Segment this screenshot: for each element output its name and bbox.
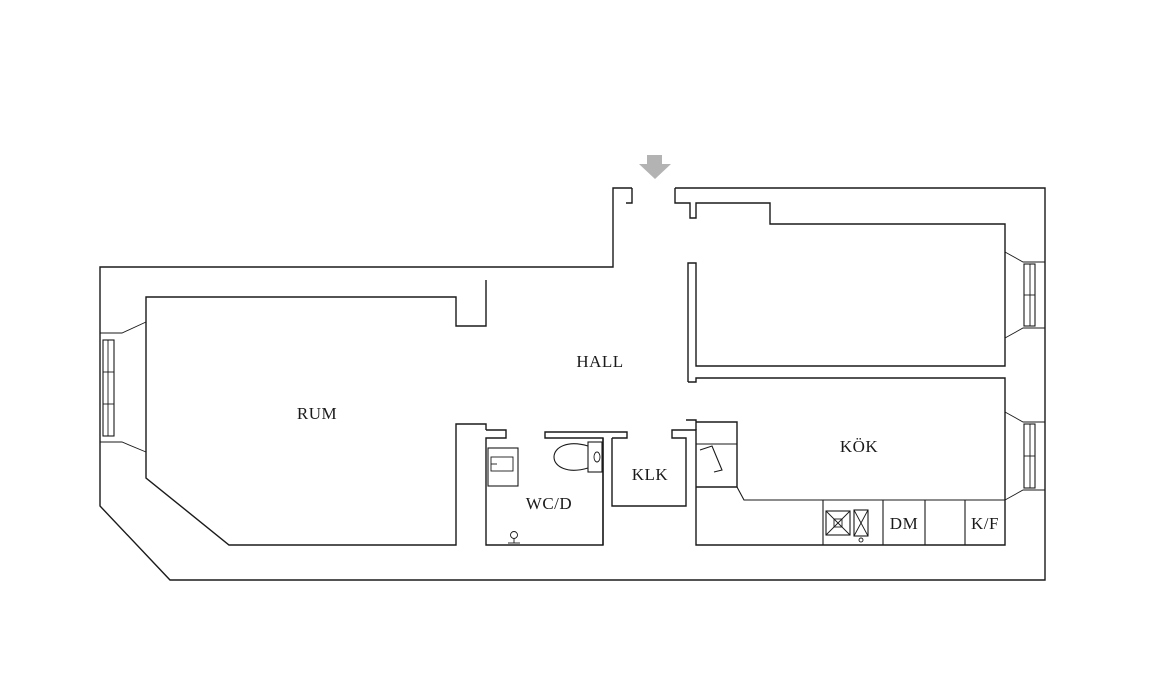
kitchen-sink-icon bbox=[853, 509, 869, 543]
kitchen-pantry bbox=[696, 421, 1005, 501]
label-dm: DM bbox=[890, 514, 918, 533]
toilet-icon bbox=[553, 441, 603, 473]
bedroom-wall-inner bbox=[686, 377, 1006, 546]
bedroom-wall bbox=[687, 223, 1006, 382]
basin-icon bbox=[487, 447, 519, 487]
label-kok: KÖK bbox=[840, 437, 879, 456]
outer-wall bbox=[99, 187, 1046, 581]
rum-wall bbox=[145, 280, 487, 546]
entrance-jamb-right bbox=[674, 188, 1000, 225]
label-klk: KLK bbox=[632, 465, 669, 484]
hall-kitchen-jamb bbox=[686, 419, 697, 430]
wc-wall bbox=[485, 429, 628, 546]
entrance-jamb-left bbox=[626, 188, 633, 204]
label-rum: RUM bbox=[297, 404, 337, 423]
window-left bbox=[100, 321, 147, 453]
window-right-lower bbox=[1004, 411, 1045, 501]
label-kf: K/F bbox=[971, 514, 999, 533]
entrance-arrow-icon bbox=[639, 155, 671, 179]
floor-drain-icon bbox=[508, 531, 520, 544]
stove-icon bbox=[825, 510, 851, 536]
klk-wall bbox=[611, 429, 687, 507]
label-wc: WC/D bbox=[526, 494, 572, 513]
kitchen-counter bbox=[822, 500, 966, 545]
label-hall: HALL bbox=[576, 352, 623, 371]
window-right-upper bbox=[1004, 251, 1045, 339]
